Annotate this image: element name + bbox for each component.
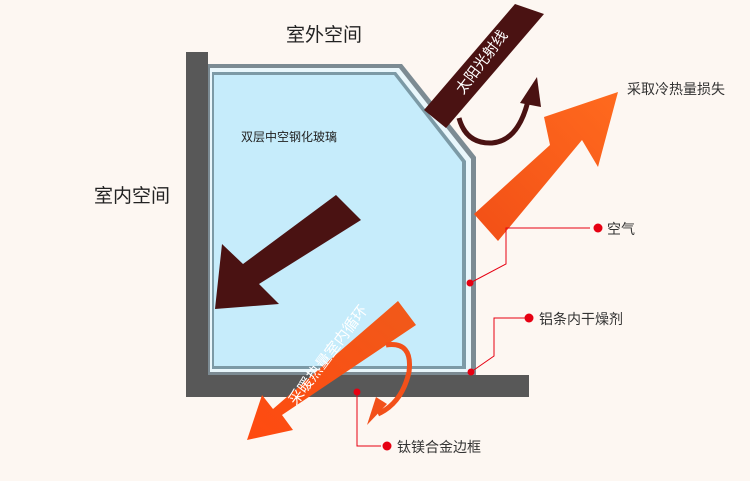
sunlight-arrow bbox=[424, 4, 544, 128]
frame-callout-line bbox=[356, 392, 381, 447]
circulation-curve-arrow bbox=[376, 342, 413, 417]
air-callout-line bbox=[469, 227, 590, 284]
sunlight-reflection-arrow bbox=[456, 100, 531, 146]
desiccant-label-dot bbox=[524, 313, 534, 323]
heat-loss-label: 采取冷热量损失 bbox=[627, 82, 725, 98]
glass-label: 双层中空钢化玻璃 bbox=[241, 130, 338, 144]
desiccant-dot bbox=[467, 368, 475, 376]
desiccant-label: 铝条内干燥剂 bbox=[539, 312, 623, 328]
frame-label-dot bbox=[382, 441, 392, 451]
inward-dark-arrow bbox=[215, 195, 361, 309]
sunlight-reflection-arrowhead bbox=[520, 77, 541, 107]
callout-dots bbox=[353, 223, 603, 451]
frame-dot bbox=[353, 388, 361, 396]
desiccant-callout-line bbox=[470, 317, 529, 373]
air-label: 空气 bbox=[607, 222, 635, 238]
frame-label: 钛镁合金边框 bbox=[397, 440, 481, 456]
titanium-frame bbox=[186, 52, 529, 397]
circulation-curve-arrowhead bbox=[367, 397, 387, 425]
indoor-space-label: 室内空间 bbox=[94, 185, 171, 207]
air-dot bbox=[466, 279, 474, 287]
heat-loss-arrow bbox=[474, 92, 618, 241]
outdoor-space-label: 室外空间 bbox=[286, 24, 363, 46]
air-label-dot bbox=[593, 223, 603, 233]
frame-left-bar bbox=[186, 52, 208, 397]
indoor-circulation-arrow bbox=[247, 301, 416, 440]
callout-lines bbox=[356, 227, 590, 447]
frame-bottom-bar bbox=[186, 375, 529, 397]
